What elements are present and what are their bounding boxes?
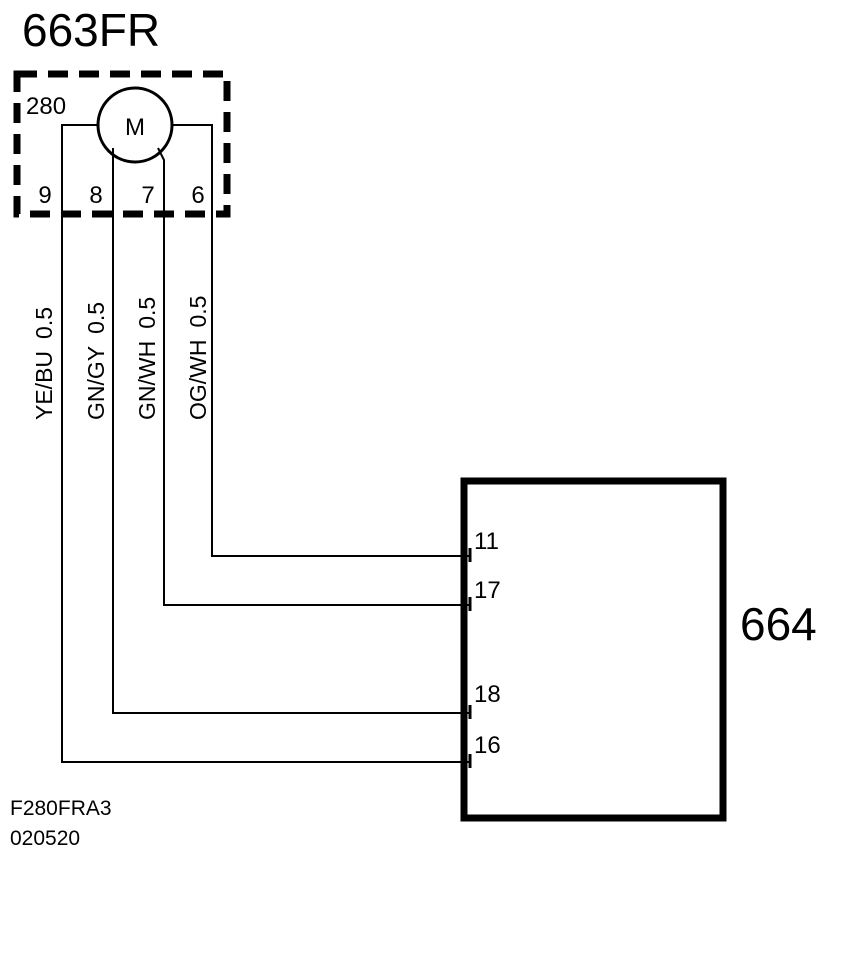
pin-label-7: 7	[141, 182, 154, 209]
drawing-code: F280FRA3	[10, 797, 112, 820]
wire-ye-bu	[61, 124, 470, 763]
motor-symbol-label: M	[125, 114, 145, 141]
pin-label-8: 8	[89, 182, 102, 209]
pin-label-18: 18	[474, 681, 501, 708]
wire-gn-wh	[157, 147, 470, 606]
wire-label-ye-bu: YE/BU0.5	[31, 307, 57, 420]
pin-label-16: 16	[474, 732, 501, 759]
component-664-box	[460, 477, 727, 822]
pin-label-9: 9	[38, 182, 51, 209]
wire-label-gn-gy: GN/GY0.5	[83, 302, 109, 420]
pin-label-11: 11	[474, 528, 499, 555]
component-663fr-sublabel: 280	[26, 93, 66, 120]
component-664-label: 664	[740, 598, 817, 650]
component-663fr-label: 663FR	[22, 4, 160, 56]
pin-label-17: 17	[474, 577, 501, 604]
wire-og-wh	[172, 124, 470, 557]
component-663fr-dashed-box	[13, 70, 231, 218]
wire-label-og-wh: OG/WH0.5	[185, 296, 211, 420]
pin-label-6: 6	[191, 182, 204, 209]
date-code: 020520	[10, 827, 80, 850]
wire-label-gn-wh: GN/WH0.5	[134, 297, 160, 420]
wire-gn-gy	[112, 148, 470, 714]
